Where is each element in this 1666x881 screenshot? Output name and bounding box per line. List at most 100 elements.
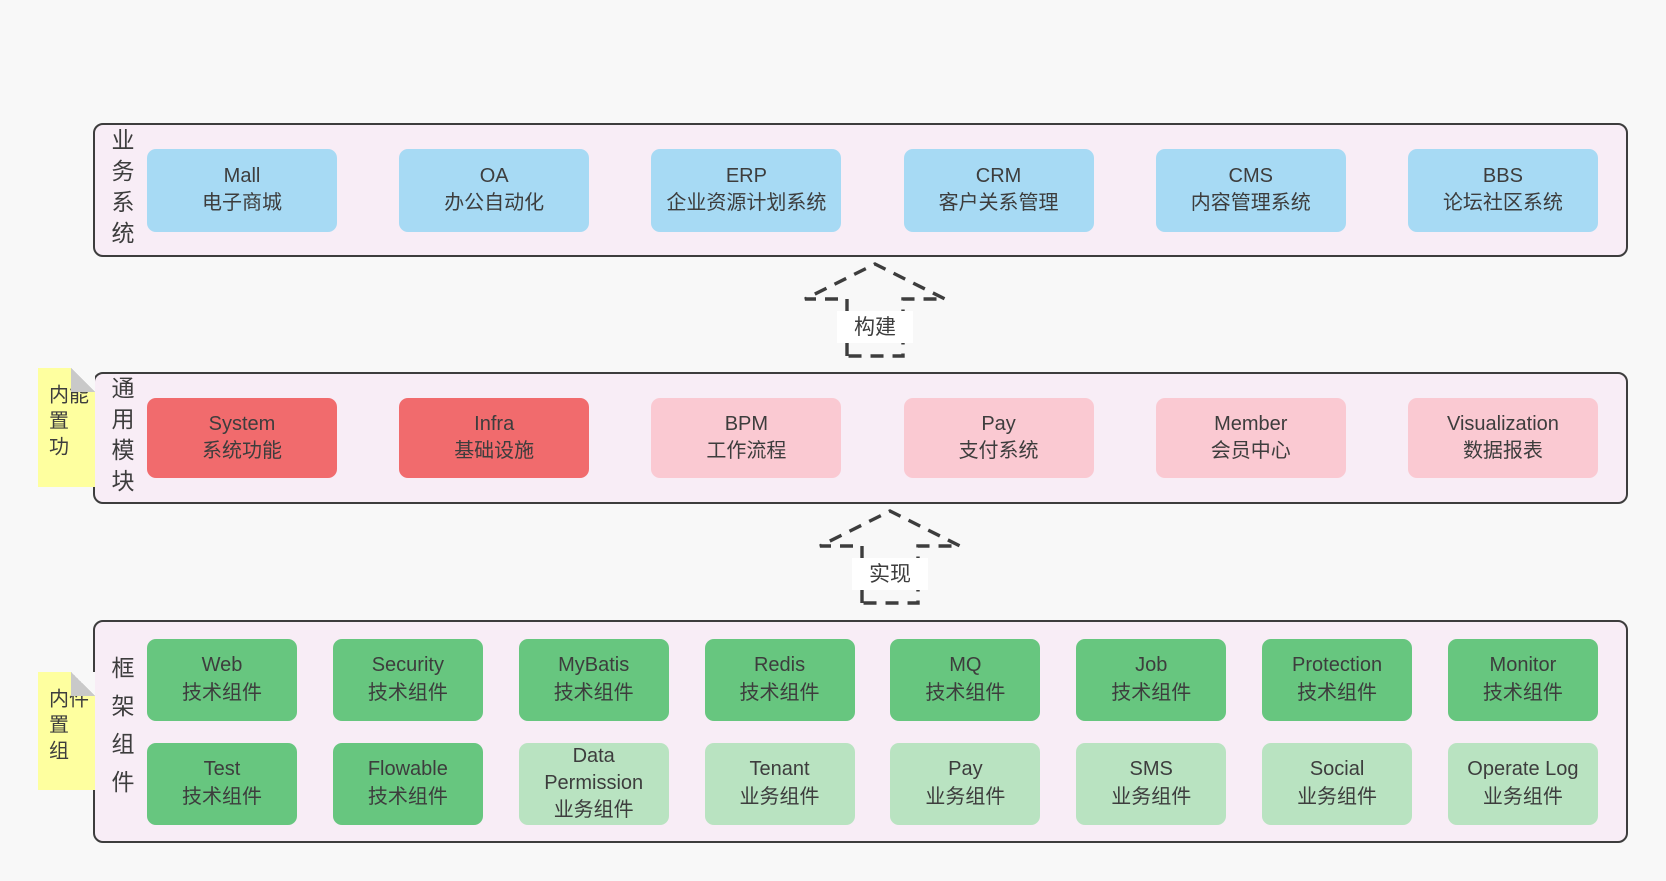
box-visualization: Visualization 数据报表 xyxy=(1407,398,1598,478)
section-common-modules: 通用模块 System 系统功能 Infra 基础设施 BPM 工作流程 Pay 支付系统 Me… xyxy=(93,372,1628,504)
implement-arrow-label: 实现 xyxy=(869,563,911,586)
box-pay: Pay 支付系统 xyxy=(903,398,1094,478)
box-title: Flowable xyxy=(367,758,448,781)
arrow-label-background xyxy=(852,558,928,590)
box-title: CRM xyxy=(975,164,1022,187)
box-title: Pay xyxy=(948,758,983,781)
box-title: BBS xyxy=(1482,164,1523,187)
box-subtitle: 支付系统 xyxy=(958,440,1039,462)
box-rows: System 系统功能 Infra 基础设施 BPM 工作流程 Pay 支付系统 Member 会… xyxy=(139,398,1626,478)
section-label-framework-components: 框架组件 xyxy=(108,655,134,808)
folded-corner xyxy=(71,368,95,392)
box-title: Job xyxy=(1135,654,1168,677)
box-redis: Redis 技术组件 xyxy=(704,638,855,721)
box-web: Web 技术组件 xyxy=(147,638,297,721)
box-cms: CMS 内容管理系统 xyxy=(1155,148,1346,232)
box-subtitle: 业务组件 xyxy=(553,799,634,822)
box-title: BPM xyxy=(724,412,769,435)
box-mq: MQ 技术组件 xyxy=(890,638,1041,721)
box-data-permission: Data Permission 业务组件 xyxy=(518,742,669,825)
box-title: SMS xyxy=(1129,758,1173,781)
box-subtitle: 业务组件 xyxy=(925,785,1006,808)
box-title: Protection xyxy=(1292,654,1383,677)
box-subtitle: 技术组件 xyxy=(739,681,820,704)
box-crm: CRM 客户关系管理 xyxy=(903,148,1094,232)
box-title: OA xyxy=(479,164,509,187)
box-title: ERP xyxy=(725,164,767,187)
sticky-note-builtin-features: 内置功能 xyxy=(38,368,95,487)
box-title: System xyxy=(208,412,276,435)
box-infra: Infra 基础设施 xyxy=(399,398,590,478)
sticky-note-label: 内置组件 xyxy=(45,688,88,766)
sticky-note-builtin-components: 内置组件 xyxy=(38,672,95,790)
box-title: CMS xyxy=(1228,164,1273,187)
box-mybatis: MyBatis 技术组件 xyxy=(518,638,669,721)
box-subtitle: 技术组件 xyxy=(367,785,448,808)
box-row: Test 技术组件 Flowable 技术组件 Data Permission 业务组件 T… xyxy=(147,742,1598,825)
box-job: Job 技术组件 xyxy=(1076,638,1227,721)
box-subtitle: 技术组件 xyxy=(182,681,262,704)
box-subtitle: 业务组件 xyxy=(1482,785,1563,808)
box-title: Tenant xyxy=(749,758,810,781)
box-title: MQ xyxy=(949,654,982,677)
box-bpm: BPM 工作流程 xyxy=(651,398,842,478)
box-title: Monitor xyxy=(1489,654,1557,677)
box-member: Member 会员中心 xyxy=(1155,398,1346,478)
box-bbs: BBS 论坛社区系统 xyxy=(1407,148,1598,232)
box-title: Redis xyxy=(753,654,806,677)
box-subtitle: 论坛社区系统 xyxy=(1442,192,1563,214)
box-subtitle: 企业资源计划系统 xyxy=(666,192,827,214)
box-pay: Pay 业务组件 xyxy=(890,742,1041,825)
section-label-common-modules: 通用模块 xyxy=(108,376,134,500)
box-subtitle: 内容管理系统 xyxy=(1190,192,1311,214)
box-mall: Mall 电子商城 xyxy=(147,148,337,232)
box-subtitle: 电子商城 xyxy=(202,192,282,214)
folded-corner xyxy=(71,672,95,696)
box-title: MyBatis xyxy=(558,654,630,677)
box-title: Visualization xyxy=(1446,412,1559,435)
box-protection: Protection 技术组件 xyxy=(1262,638,1413,721)
box-title: Social xyxy=(1309,758,1365,781)
box-flowable: Flowable 技术组件 xyxy=(332,742,483,825)
box-subtitle: 基础设施 xyxy=(454,440,535,462)
box-subtitle: 技术组件 xyxy=(553,681,634,704)
box-subtitle: 系统功能 xyxy=(202,440,282,462)
box-title: Web xyxy=(201,654,243,677)
box-subtitle: 技术组件 xyxy=(1111,681,1192,704)
build-arrow-label: 构建 xyxy=(854,316,896,339)
box-subtitle: 技术组件 xyxy=(182,785,262,808)
box-title: Member xyxy=(1214,412,1288,435)
box-subtitle: 业务组件 xyxy=(1111,785,1192,808)
sticky-note-label: 内置功能 xyxy=(45,384,88,462)
implement-arrow: 实现 xyxy=(819,509,961,605)
box-subtitle: 会员中心 xyxy=(1210,440,1291,462)
box-erp: ERP 企业资源计划系统 xyxy=(651,148,842,232)
box-title: Test xyxy=(203,758,241,781)
box-subtitle: 业务组件 xyxy=(1297,785,1378,808)
box-subtitle: 工作流程 xyxy=(706,440,787,462)
box-title: Data Permission xyxy=(544,744,644,794)
box-subtitle: 客户关系管理 xyxy=(938,192,1059,214)
box-title: Mall xyxy=(223,164,261,187)
box-subtitle: 技术组件 xyxy=(1482,681,1563,704)
section-label-business-systems: 业务系统 xyxy=(108,128,134,252)
box-title: Pay xyxy=(981,412,1016,435)
box-subtitle: 技术组件 xyxy=(1297,681,1378,704)
box-subtitle: 技术组件 xyxy=(925,681,1006,704)
box-subtitle: 数据报表 xyxy=(1462,440,1543,462)
box-title: Infra xyxy=(474,412,515,435)
arrow-label-background xyxy=(837,311,913,343)
box-sms: SMS 业务组件 xyxy=(1076,742,1227,825)
box-subtitle: 技术组件 xyxy=(367,681,448,704)
